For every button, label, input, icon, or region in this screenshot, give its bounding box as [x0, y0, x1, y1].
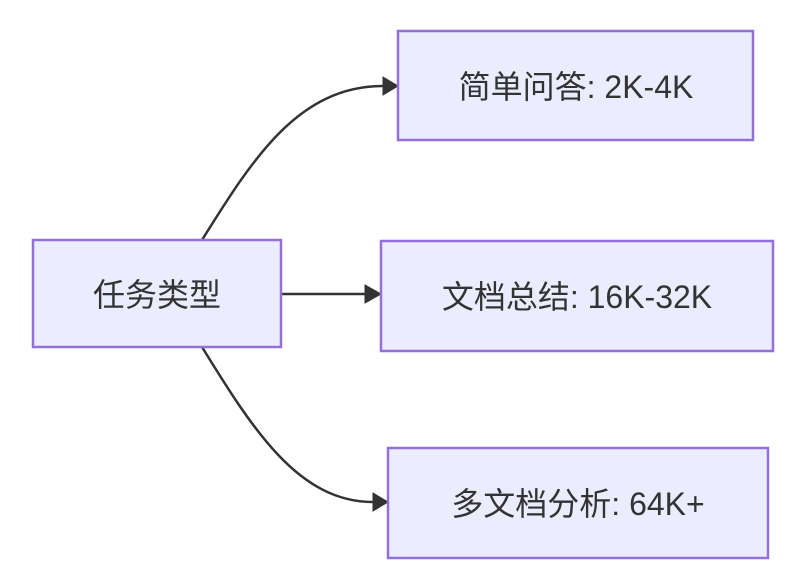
node-box-task-type [31, 238, 283, 349]
node-box-doc-summary [379, 239, 775, 353]
node-label-task-type: 任务类型 [93, 277, 221, 313]
node-label-doc-summary: 文档总结: 16K-32K [442, 279, 712, 315]
arrowhead-icon [382, 76, 399, 96]
node-label-multi-doc: 多文档分析: 64K+ [451, 486, 704, 522]
node-box-simple-qa [396, 29, 755, 142]
edge-root-to-simple-qa [200, 84, 385, 242]
node-box-multi-doc [386, 446, 770, 560]
arrowhead-icon [364, 284, 383, 304]
arrowhead-icon [372, 492, 389, 512]
edge-root-to-multi-doc [200, 345, 375, 504]
node-label-simple-qa: 简单问答: 2K-4K [459, 69, 694, 105]
